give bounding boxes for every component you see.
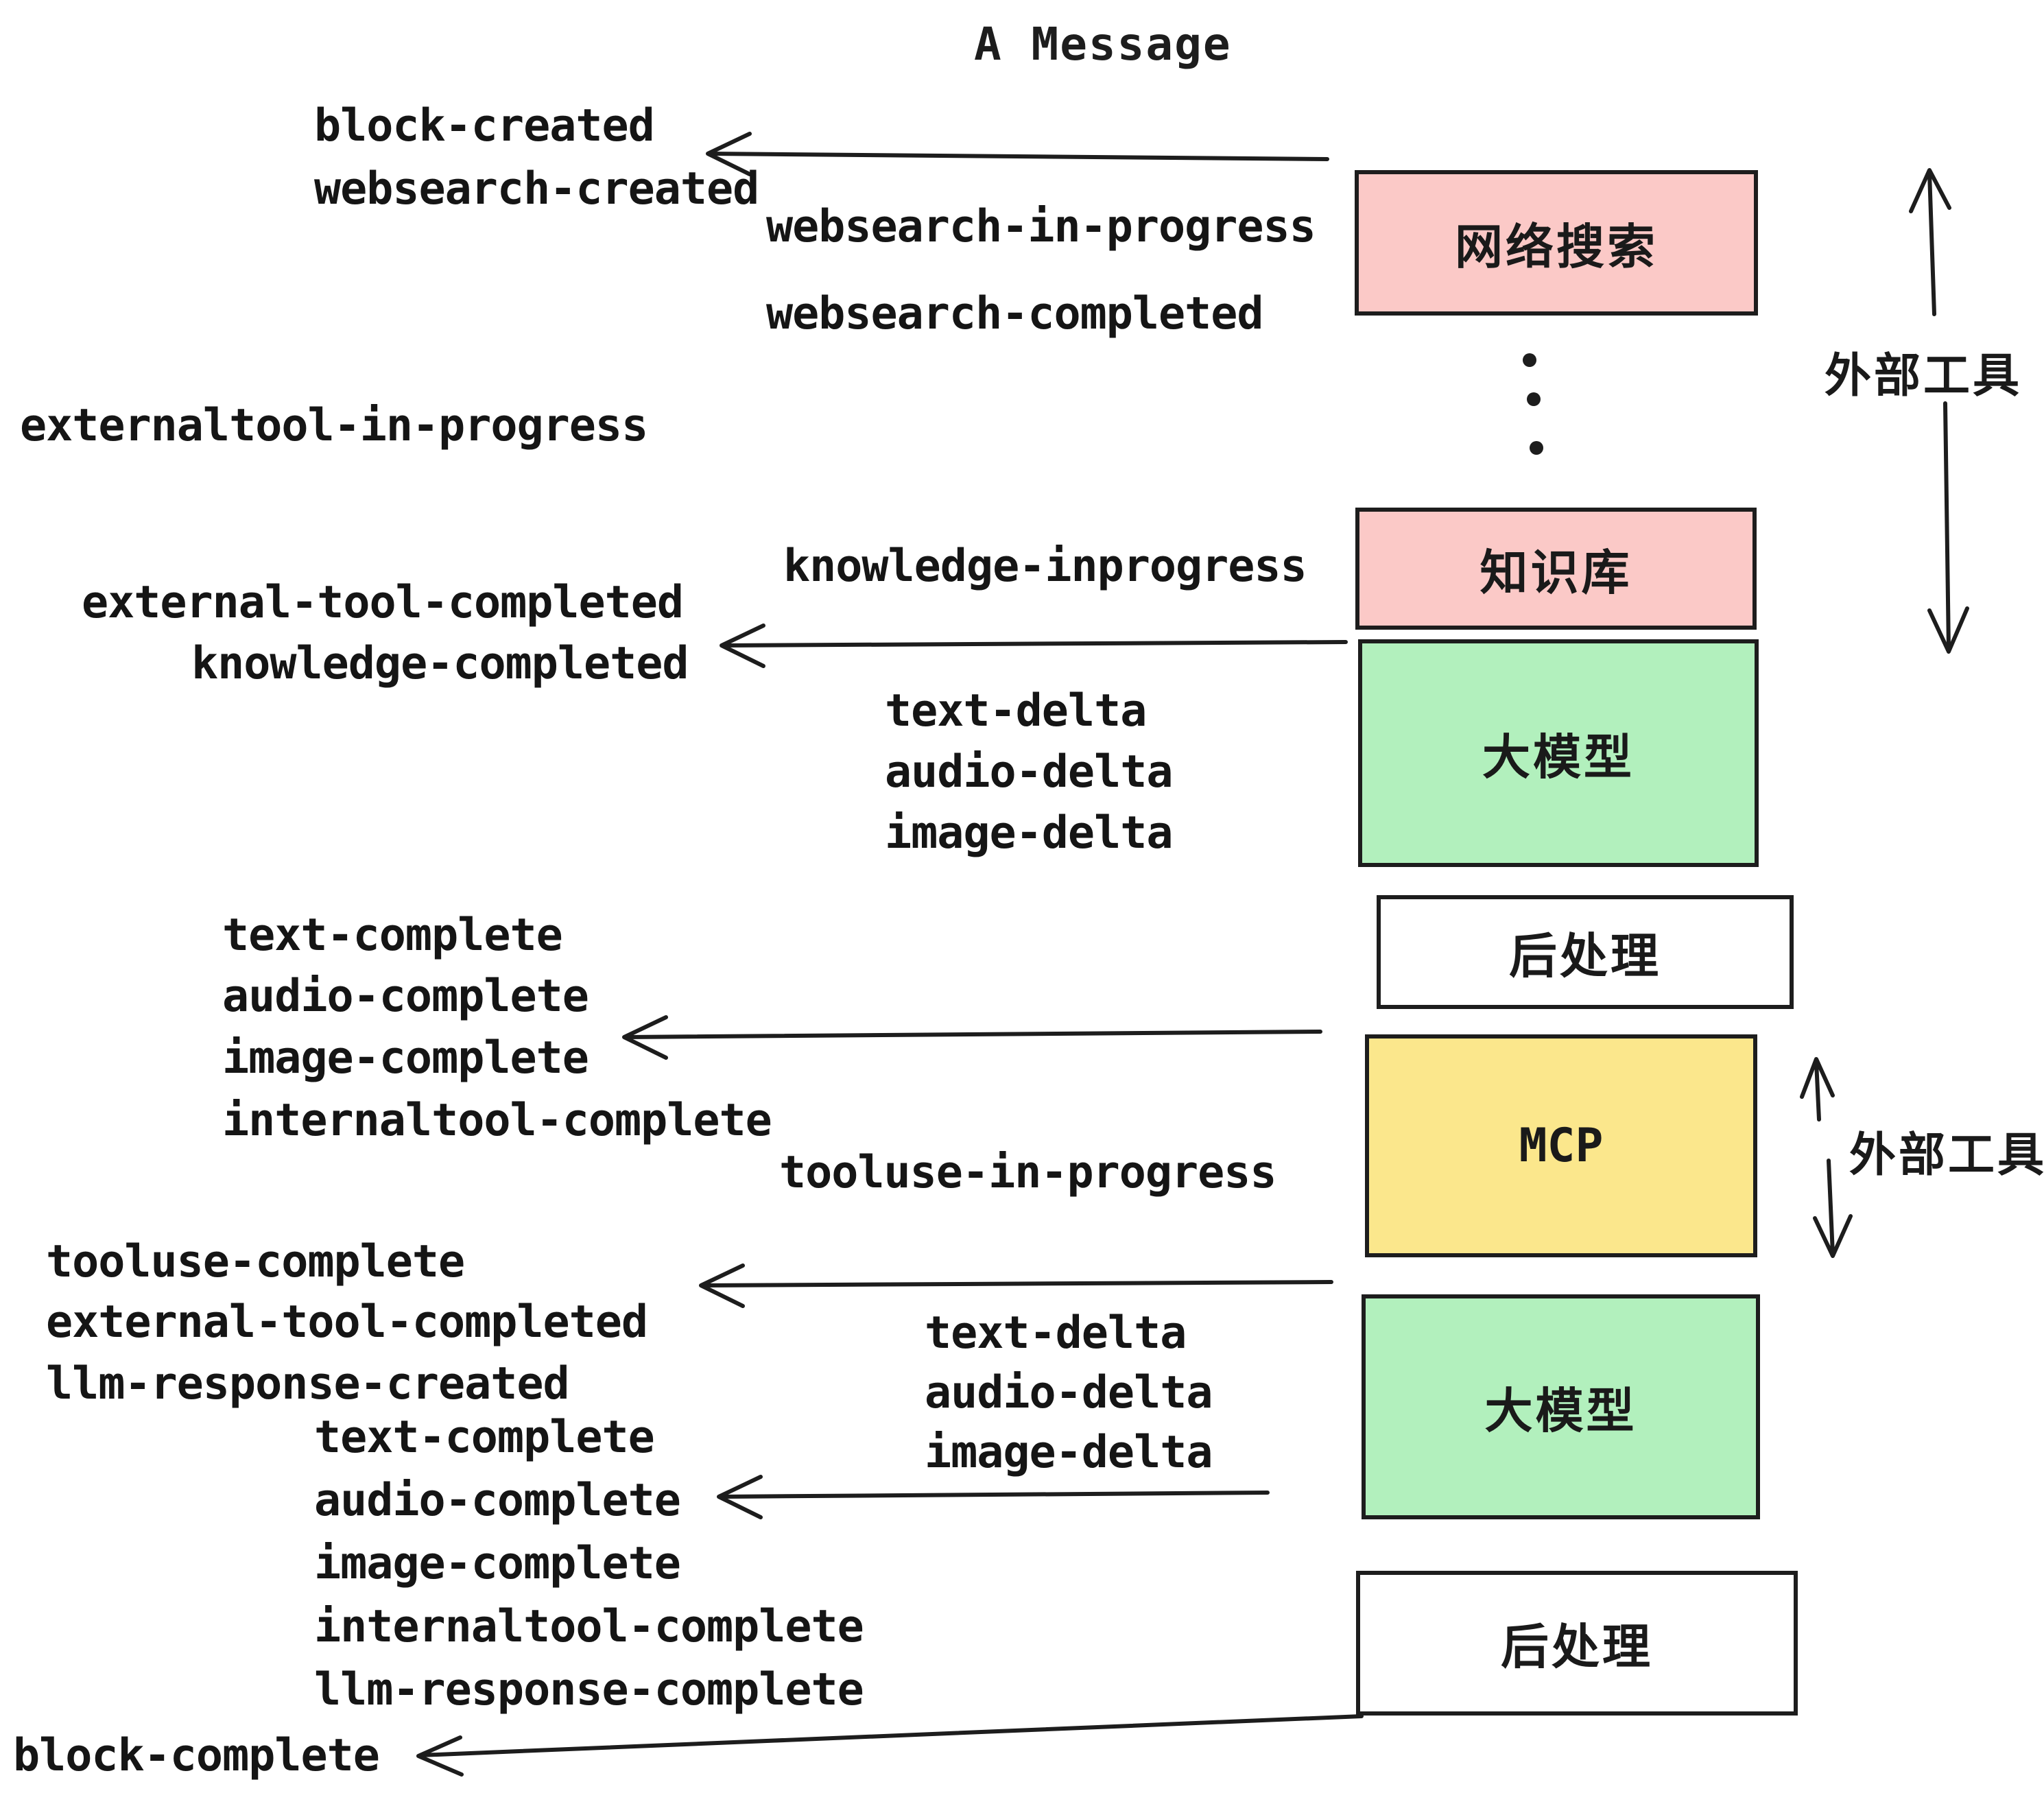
arrow-to-block-created <box>706 132 1329 176</box>
event-image-complete: image-complete <box>222 1032 589 1084</box>
diagram-title: A Message <box>974 18 1232 71</box>
event-text-delta: text-delta <box>885 685 1147 737</box>
event-image-delta-2: image-delta <box>925 1427 1213 1478</box>
node-llm-2: 大模型 <box>1362 1294 1760 1519</box>
vertical-ellipsis-dot <box>1530 441 1543 455</box>
node-llm-1: 大模型 <box>1358 639 1759 867</box>
event-audio-delta: audio-delta <box>885 746 1173 798</box>
node-websearch-label: 网络搜索 <box>1455 218 1658 275</box>
event-block-created: block-created <box>314 100 655 152</box>
event-knowledge-completed: knowledge-completed <box>191 638 689 689</box>
node-llm-1-label: 大模型 <box>1482 728 1635 785</box>
event-text-complete-2: text-complete <box>314 1412 655 1463</box>
event-image-delta: image-delta <box>885 807 1173 859</box>
event-llm-response-complete: llm-response-complete <box>314 1664 864 1716</box>
arrow-to-block-complete <box>416 1714 1364 1777</box>
event-audio-complete-2: audio-complete <box>314 1475 681 1526</box>
node-postprocess-1-label: 后处理 <box>1509 927 1661 984</box>
event-knowledge-inprogress: knowledge-inprogress <box>783 541 1307 592</box>
vertical-ellipsis-dot <box>1527 392 1541 406</box>
side-label-external-tools-mcp: 外部工具 <box>1849 1128 2044 1183</box>
event-external-tool-completed-2: external-tool-completed <box>46 1296 648 1348</box>
arrow-to-knowledge-completed <box>720 624 1348 668</box>
arrow-to-audio-complete <box>717 1475 1270 1519</box>
node-mcp: MCP <box>1365 1034 1757 1257</box>
side-label-external-tools-top: 外部工具 <box>1825 349 2023 403</box>
event-externaltool-in-progress: externaltool-in-progress <box>20 400 648 451</box>
node-llm-2-label: 大模型 <box>1484 1382 1637 1439</box>
node-postprocess-2-label: 后处理 <box>1501 1619 1653 1675</box>
arrow-to-external-tool-completed <box>699 1263 1333 1308</box>
event-internaltool-complete: internaltool-complete <box>222 1095 772 1146</box>
node-postprocess-1: 后处理 <box>1377 895 1794 1009</box>
node-mcp-label: MCP <box>1519 1119 1604 1173</box>
external-tools-double-arrow-mcp <box>1800 1057 1853 1258</box>
node-knowledge: 知识库 <box>1355 508 1757 630</box>
event-websearch-created: websearch-created <box>314 163 759 215</box>
external-tools-double-arrow-top <box>1909 168 1969 654</box>
node-postprocess-2: 后处理 <box>1356 1571 1798 1716</box>
event-websearch-in-progress: websearch-in-progress <box>766 201 1316 252</box>
event-llm-response-created: llm-response-created <box>46 1358 570 1410</box>
vertical-ellipsis <box>1523 353 1543 455</box>
event-text-complete: text-complete <box>222 910 563 961</box>
event-text-delta-2: text-delta <box>925 1307 1187 1359</box>
node-websearch: 网络搜索 <box>1355 170 1758 316</box>
arrow-to-image-complete <box>622 1015 1322 1060</box>
vertical-ellipsis-dot <box>1523 353 1536 367</box>
event-audio-delta-2: audio-delta <box>925 1367 1213 1419</box>
event-audio-complete: audio-complete <box>222 971 589 1022</box>
event-external-tool-completed: external-tool-completed <box>82 577 684 628</box>
event-image-complete-2: image-complete <box>314 1538 681 1589</box>
event-websearch-completed: websearch-completed <box>766 288 1264 340</box>
event-tooluse-in-progress: tooluse-in-progress <box>779 1147 1277 1198</box>
event-block-complete: block-complete <box>13 1730 380 1781</box>
node-knowledge-label: 知识库 <box>1479 544 1632 601</box>
event-tooluse-complete: tooluse-complete <box>46 1236 465 1287</box>
event-internaltool-complete-2: internaltool-complete <box>314 1601 864 1652</box>
